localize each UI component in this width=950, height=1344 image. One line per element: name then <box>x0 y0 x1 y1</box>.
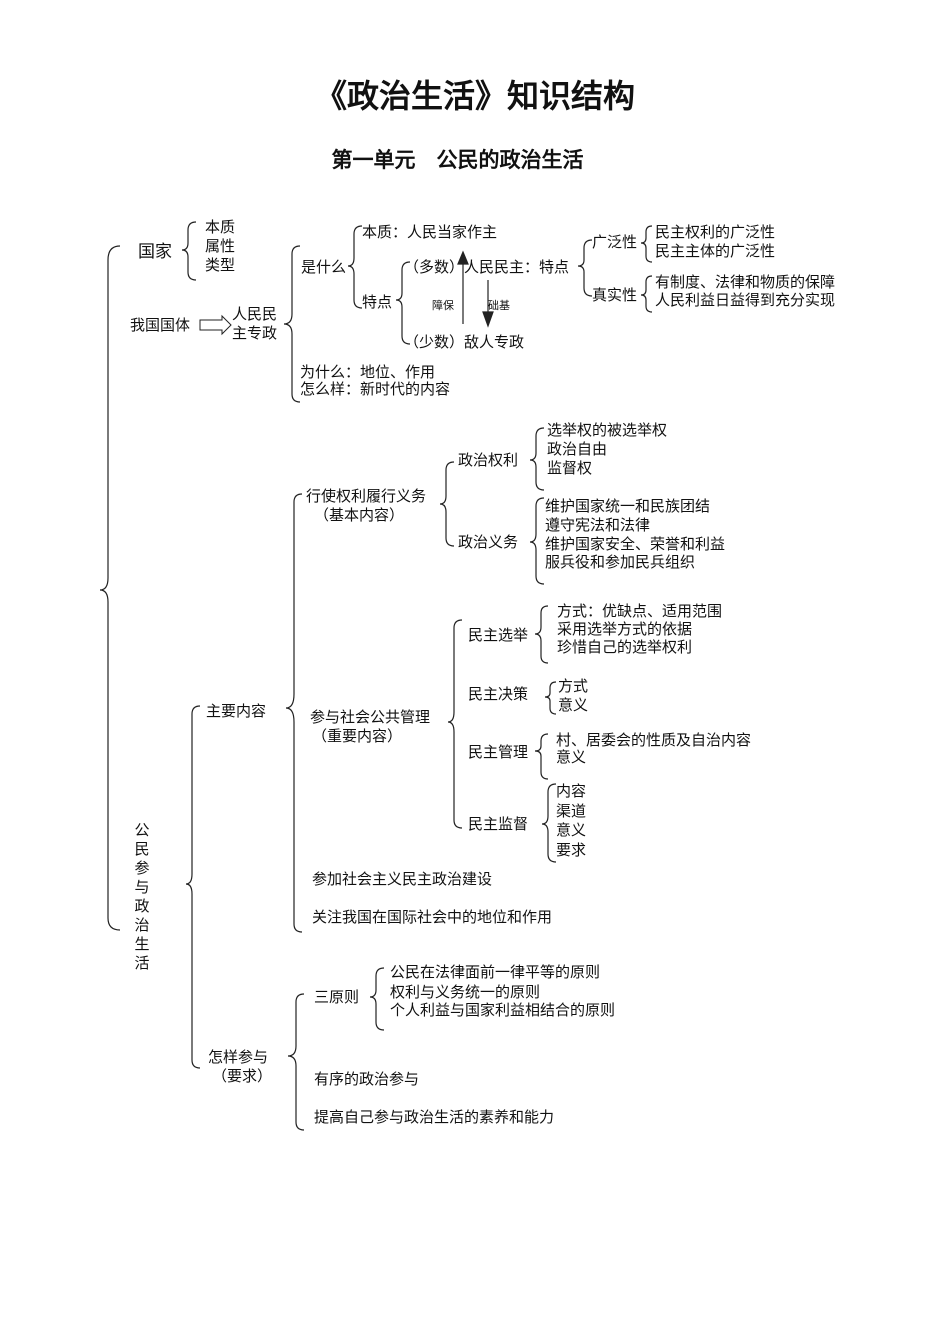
participate-brace <box>447 619 463 829</box>
pol-rights-item: 监督权 <box>547 459 593 477</box>
rights-duties-label: 行使权利履行义务 <box>306 487 427 505</box>
decision-label: 民主决策 <box>468 685 529 703</box>
main-label: 主要内容 <box>206 702 267 720</box>
decision-item: 方式 <box>558 677 589 695</box>
state-brace <box>181 221 197 281</box>
state-attr: 本质 <box>205 218 236 236</box>
intl-label: 关注我国在国际社会中的地位和作用 <box>312 908 553 926</box>
how-brace <box>287 993 305 1131</box>
how-participate-label: 怎样参与 <box>208 1048 269 1066</box>
trait-brace <box>577 239 593 297</box>
principles-item: 个人利益与国家利益相结合的原则 <box>390 1001 616 1019</box>
pol-rights-item: 选举权的被选举权 <box>547 421 668 439</box>
polrights-brace <box>529 427 545 491</box>
many-label: （多数）人民民主：特点 <box>404 258 570 276</box>
election-item: 方式：优缺点、适用范围 <box>557 602 723 620</box>
real-label: 真实性 <box>592 286 638 304</box>
why-label: 为什么：地位、作用 <box>300 363 436 381</box>
pol-duties-item: 遵守宪法和法律 <box>545 516 651 534</box>
broad-item: 民主权利的广泛性 <box>655 223 776 241</box>
pol-rights-label: 政治权利 <box>458 451 519 469</box>
supervision-item: 渠道 <box>556 802 587 820</box>
rights-brace <box>439 461 455 547</box>
participate-sub: （重要内容） <box>312 727 403 745</box>
management-item: 意义 <box>556 748 587 766</box>
citizen-brace <box>185 705 201 1069</box>
broad-label: 广泛性 <box>592 233 638 251</box>
orderly-label: 有序的政治参与 <box>314 1070 420 1088</box>
supervision-item: 意义 <box>556 821 587 839</box>
improve-label: 提高自己参与政治生活的素养和能力 <box>314 1108 555 1126</box>
principles-item: 公民在法律面前一律平等的原则 <box>390 963 601 981</box>
state-attr: 属性 <box>205 237 236 255</box>
polduties-brace <box>529 497 545 585</box>
citizen-label: 公民参与政治生活 <box>134 821 150 972</box>
main-brace <box>285 493 303 933</box>
build-label: 参加社会主义民主政治建设 <box>312 870 493 888</box>
election-label: 民主选举 <box>468 626 529 644</box>
supervision-brace <box>541 783 557 863</box>
what-label: 是什么 <box>301 258 347 276</box>
state-label: 国家 <box>138 242 172 262</box>
rights-duties-sub: （基本内容） <box>314 506 405 524</box>
outer-brace <box>99 245 121 931</box>
pol-duties-item: 维护国家安全、荣誉和利益 <box>545 535 726 553</box>
broad-item: 民主主体的广泛性 <box>655 242 776 260</box>
page-title: 《政治生活》知识结构 <box>314 77 635 115</box>
management-item: 村、居委会的性质及自治内容 <box>556 731 752 749</box>
real-brace <box>640 275 653 313</box>
participate-label: 参与社会公共管理 <box>310 708 431 726</box>
principles-brace <box>369 967 385 1031</box>
features-label: 特点 <box>362 293 393 311</box>
pol-duties-item: 维护国家统一和民族团结 <box>545 497 711 515</box>
management-brace <box>534 733 549 780</box>
pol-rights-item: 政治自由 <box>547 440 608 458</box>
election-item: 采用选举方式的依据 <box>557 620 693 638</box>
real-item: 有制度、法律和物质的保障 <box>655 273 836 291</box>
election-brace <box>534 605 549 664</box>
principles-item: 权利与义务统一的原则 <box>390 983 541 1001</box>
pol-duties-item: 服兵役和参加民兵组织 <box>545 553 696 571</box>
essence-label: 本质：人民当家作主 <box>362 223 498 241</box>
broad-brace <box>640 225 653 263</box>
real-item: 人民利益日益得到充分实现 <box>655 291 836 309</box>
supervision-item: 内容 <box>556 782 587 800</box>
few-label: （少数）敌人专政 <box>404 333 525 351</box>
principles-label: 三原则 <box>314 988 360 1006</box>
management-label: 民主管理 <box>468 743 529 761</box>
state-attr: 类型 <box>205 256 236 274</box>
pol-duties-label: 政治义务 <box>458 533 519 551</box>
supervision-item: 要求 <box>556 841 587 859</box>
our-state-label: 我国国体 <box>130 316 191 334</box>
how-participate-sub: （要求） <box>212 1067 273 1085</box>
features-brace <box>395 261 411 345</box>
what-brace <box>347 225 363 309</box>
decision-brace <box>544 681 557 715</box>
system-brace <box>283 245 301 403</box>
system-label-2: 主专政 <box>232 324 278 342</box>
decision-item: 意义 <box>558 696 589 714</box>
system-label-1: 人民民 <box>232 305 278 323</box>
unit-title: 第一单元 公民的政治生活 <box>331 148 584 172</box>
guarantee-label: 障保 <box>432 299 454 312</box>
how-label: 怎么样：新时代的内容 <box>300 380 451 398</box>
foundation-label: 础基 <box>488 299 510 312</box>
election-item: 珍惜自己的选举权利 <box>557 638 693 656</box>
supervision-label: 民主监督 <box>468 815 529 833</box>
hollow-arrow <box>199 314 232 336</box>
